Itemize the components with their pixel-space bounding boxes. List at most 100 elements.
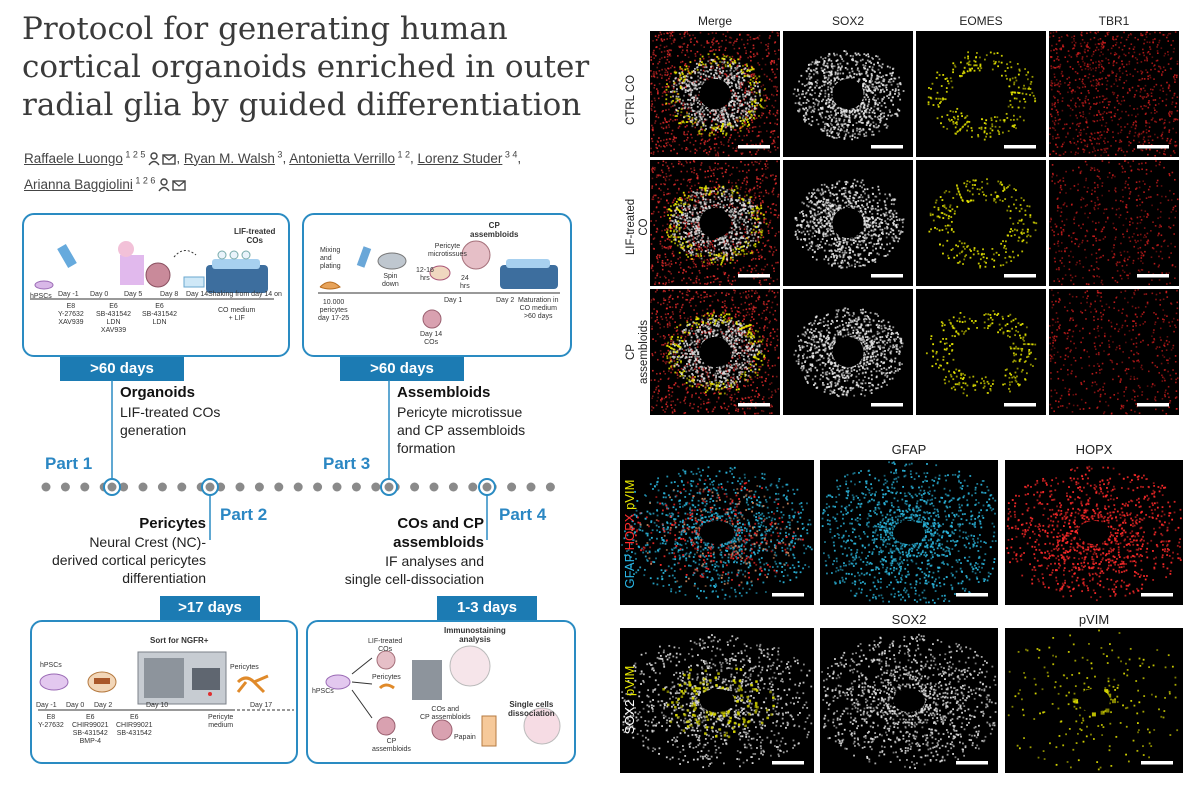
day-label: Day -1 (36, 702, 57, 709)
shaking-label: Shaking from day 14 on (208, 291, 282, 298)
part-1-label: Part 1 (45, 454, 93, 473)
analysis-illustration (325, 645, 561, 747)
author-name[interactable]: Raffaele Luongo (24, 150, 123, 166)
author-separator: , (517, 150, 522, 166)
microtissues-label: Pericyte microtissues (428, 243, 467, 258)
day-label: Day 17 (250, 702, 273, 709)
author-contact-icons[interactable] (158, 178, 187, 192)
timeline-dot (468, 482, 478, 492)
affiliation-superscript: 1 2 5 (122, 149, 146, 159)
pericytes-desc-2: derived cortical pericytes (51, 552, 206, 568)
column-header-sox2: SOX2 (831, 14, 864, 28)
timeline-dot (274, 482, 284, 492)
timeline-dot (351, 482, 361, 492)
pericytes-panel: Sort for NGFR+ hPSCs Pericytes Day -1 Da… (30, 620, 298, 764)
micrograph-tile (1049, 289, 1179, 415)
timeline-dot (371, 482, 381, 492)
author[interactable]: Lorenz Studer 3 4 (417, 149, 518, 166)
organoids-duration-badge: >60 days (60, 357, 184, 381)
author[interactable]: Arianna Baggiolini 1 2 6 (24, 175, 187, 192)
pericytes-count-label: 10.000 pericytes day 17-25 (318, 299, 350, 322)
column-header-tbr1: TBR1 (1098, 14, 1130, 28)
day-label: Day 0 (90, 291, 109, 298)
author-separator: , (410, 150, 418, 166)
day-label: Day 2 (94, 702, 113, 709)
timeline-dot (80, 482, 90, 492)
channel-label: SOX2 pVIM (622, 666, 637, 735)
timeline-dot (545, 482, 555, 492)
author-separator: , (282, 150, 290, 166)
affiliation-superscript: 3 (274, 149, 283, 159)
day14-cos-label: Day 14 COs (420, 331, 443, 346)
maturation-label: Maturation in CO medium >60 days (518, 297, 559, 320)
timeline-dot (448, 482, 458, 492)
assembloids-illustration (318, 240, 560, 329)
assembloids-title: Assembloids (397, 384, 491, 401)
analysis-title: COs and CP (397, 515, 484, 532)
timeline-hub-dot (482, 482, 492, 492)
spin-label: Spin down (382, 273, 399, 288)
affiliation-superscript: 1 2 (395, 149, 411, 159)
column-header-sox2: SOX2 (891, 612, 927, 627)
timeline-dot (157, 482, 167, 492)
part-3-label: Part 3 (323, 454, 371, 473)
timeline-dot (254, 482, 264, 492)
analysis-duration-badge: 1-3 days (437, 596, 537, 620)
pericytes-label: Pericytes (230, 664, 259, 671)
medium-label: E8 Y-27632 (38, 714, 64, 729)
pericytes-desc-3: differentiation (122, 570, 206, 586)
hpscs-label: hPSCs (40, 662, 62, 669)
organoids-illustration (30, 241, 274, 300)
pericytes-illustration (38, 651, 294, 711)
pericytes-label: Pericytes (372, 674, 401, 681)
micrograph-tile (650, 31, 780, 157)
author-name[interactable]: Ryan M. Walsh (183, 150, 275, 166)
timeline-dot (410, 482, 420, 492)
timeline-dot (332, 482, 342, 492)
micrograph-tile (1005, 628, 1183, 773)
author[interactable]: Raffaele Luongo 1 2 5 (24, 149, 177, 166)
author-name[interactable]: Antonietta Verrillo (289, 150, 396, 166)
column-header-eomes: EOMES (959, 14, 1003, 28)
author-contact-icons[interactable] (148, 151, 177, 166)
assembloids-panel: CP assembloids Mixing and plating Spin d… (302, 213, 572, 357)
assembloids-desc-1: Pericyte microtissue (397, 404, 523, 420)
author-name[interactable]: Arianna Baggiolini (24, 177, 133, 192)
author-separator: , (176, 150, 184, 166)
micrograph-tile (916, 31, 1046, 157)
day-label: Day 0 (66, 702, 85, 709)
day-label: Day 5 (124, 291, 143, 298)
medium-label: E6 CHIR99021 SB-431542 (116, 714, 153, 737)
micrograph-tile (650, 160, 780, 286)
author[interactable]: Antonietta Verrillo 1 2 (289, 149, 411, 166)
immunostaining-label: Immunostaining analysis (444, 626, 506, 644)
timeline-hub-dot (205, 482, 215, 492)
column-header-gfap: GFAP (891, 442, 927, 457)
day-label: Day 10 (146, 702, 169, 709)
assembloids-desc-2: and CP assembloids (397, 422, 526, 438)
day-label: Day 1 (444, 297, 463, 304)
day-label: Day 8 (160, 291, 179, 298)
organoids-desc-1: LIF-treated COs (120, 404, 221, 420)
timeline-hub-dot (384, 482, 394, 492)
micrograph-tile (783, 289, 913, 415)
medium-label: Pericyte medium (208, 714, 234, 729)
pericytes-duration-badge: >17 days (160, 596, 260, 620)
micrograph-tile (820, 460, 998, 605)
author[interactable]: Ryan M. Walsh 3 (183, 149, 283, 166)
hpscs-label: hPSCs (312, 688, 334, 695)
medium-label: E6 CHIR99021 SB-431542 BMP-4 (72, 714, 109, 745)
micrograph-tile (1005, 460, 1183, 605)
timeline-dot (429, 482, 439, 492)
micrograph-tile (620, 628, 814, 773)
author-name[interactable]: Lorenz Studer (417, 150, 503, 166)
channel-label: GFAP HOPX pVIM (622, 480, 637, 589)
timeline-dot (507, 482, 517, 492)
affiliation-superscript: 1 2 6 (132, 175, 156, 186)
analysis-desc-1: IF analyses and (385, 553, 484, 569)
top-grid-images (650, 31, 1179, 415)
hpscs-label: hPSCs (30, 293, 52, 300)
analysis-title-2: assembloids (393, 534, 484, 551)
column-header-hopx: HOPX (1075, 442, 1113, 457)
timeline-dot (177, 482, 187, 492)
